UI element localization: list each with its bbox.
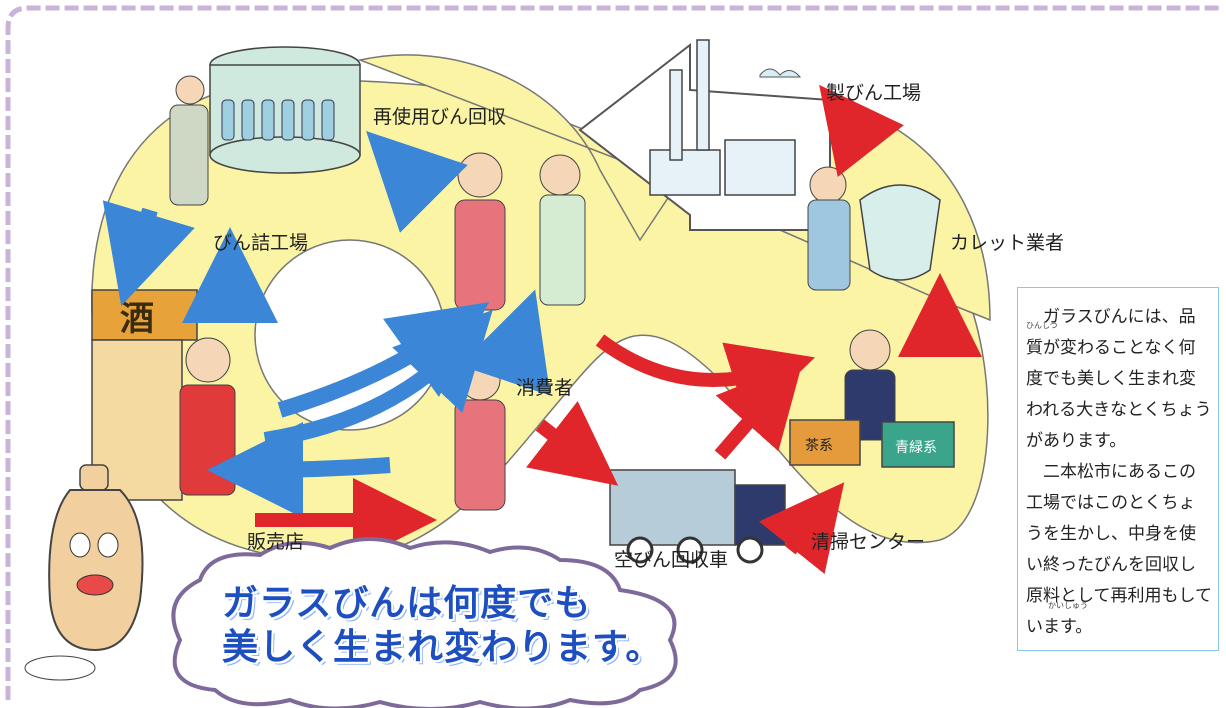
label-consumer: 消費者 — [516, 377, 574, 399]
ruby-hinshitsu: ひんしつ — [1026, 321, 1058, 330]
bottle-factory-illustration — [578, 39, 831, 231]
arrow-consumer-to-truck — [526, 401, 619, 486]
explanation-paragraph-2: 二本松市にあるこの工場ではこのとくちょうを生かし、中身を使い終ったびんを回収し原… — [1026, 462, 1212, 637]
arrow-consumer-to-shop — [207, 421, 391, 518]
cullet-dealer-illustration — [807, 166, 941, 291]
shop-sign-text: 酒 — [120, 299, 154, 339]
slogan-line-2: 美しく生まれ変わります。 — [222, 627, 663, 668]
page-border — [5, 5, 1220, 700]
arrow-consumer-to-reuse — [366, 131, 468, 233]
arrow-up-consumer — [459, 289, 551, 396]
explanation-paragraph-1: ガラスびんには、品質が変わることなく何度でも美しく生まれ変われる大きなとくちょう… — [1026, 307, 1212, 451]
label-empty-bottle-truck: 空びん回収車 — [614, 549, 729, 571]
bin-green-label: 青緑系 — [895, 440, 937, 456]
arrow-truck-to-center-b — [758, 482, 845, 575]
label-cleaning-center: 清掃センター — [811, 531, 926, 553]
bottling-plant-illustration — [169, 46, 361, 206]
arrow-cullet-to-factory — [819, 84, 904, 177]
label-bottling-plant: びん詰工場 — [213, 232, 309, 254]
blue-flow-arrows — [102, 131, 551, 518]
label-cullet-dealer: カレット業者 — [950, 232, 1065, 254]
label-retailer: 販売店 — [247, 531, 305, 553]
label-bottle-factory: 製びん工場 — [826, 82, 922, 104]
label-reuse-collection: 再使用びん回収 — [373, 106, 507, 128]
slogan-cloud — [171, 537, 678, 708]
bin-brown-label: 茶系 — [805, 438, 833, 454]
cleaning-center-illustration: 茶系 青緑系 — [789, 329, 955, 468]
slogan-line-1: ガラスびんは何度でも — [222, 583, 592, 624]
explanation-box: ガラスびんには、品質が変わることなく何度でも美しく生まれ変われる大きなとくちょう… — [1017, 287, 1219, 651]
red-flow-arrows — [255, 84, 982, 575]
arrow-truck-to-center — [714, 360, 803, 460]
mascot-bottle-character — [24, 464, 144, 681]
slogan-text: ガラスびんは何度でも 美しく生まれ変わります。 — [222, 582, 662, 670]
arrow-bottling-to-shop — [102, 200, 195, 306]
ruby-kaishuu: かいしゅう — [1048, 601, 1088, 610]
